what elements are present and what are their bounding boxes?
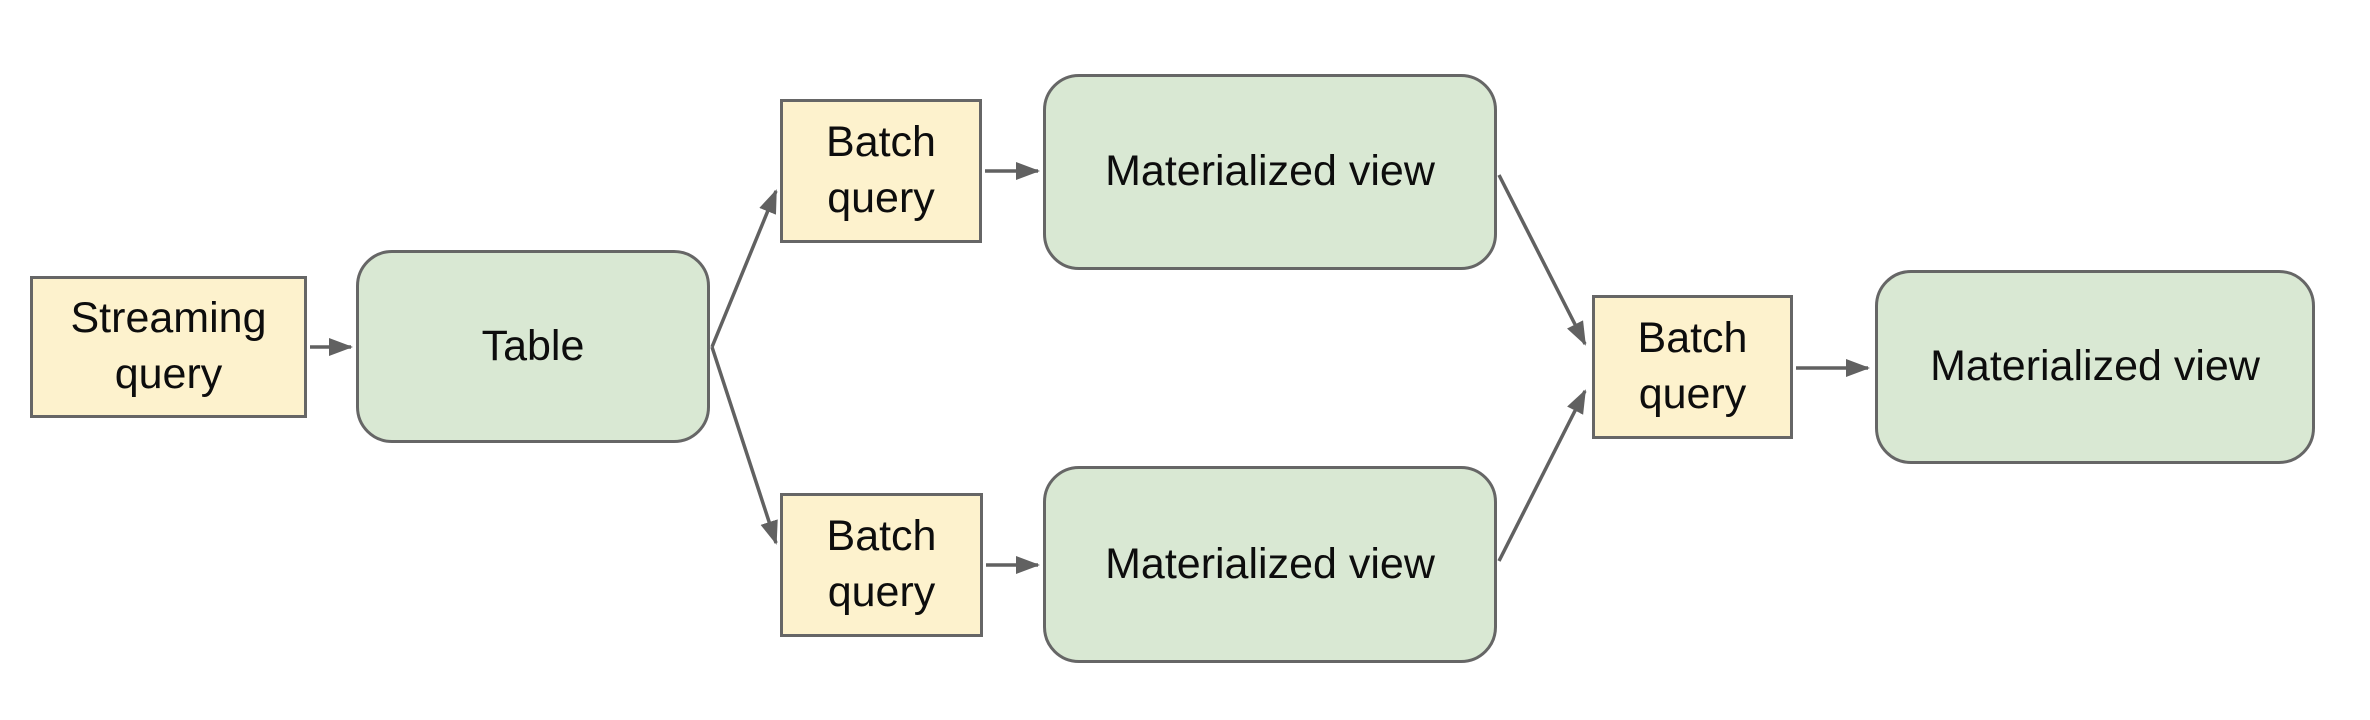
- node-batch-query-top-label: Batch query: [826, 118, 936, 222]
- node-batch-query-top: Batch query: [780, 99, 982, 243]
- edge-materialized-view-top-to-batch-query-right-arrow: [1497, 174, 1587, 346]
- node-batch-query-bottom-label: Batch query: [826, 512, 937, 616]
- node-materialized-view-right-label: Materialized view: [1930, 342, 2260, 391]
- node-materialized-view-right: Materialized view: [1875, 270, 2315, 464]
- node-materialized-view-top: Materialized view: [1043, 74, 1497, 270]
- node-table-label: Table: [481, 321, 585, 370]
- edge-materialized-view-bottom-to-batch-query-right-arrow: [1497, 389, 1587, 562]
- edge-table-to-batch-query-top-arrow: [710, 189, 778, 348]
- node-batch-query-right-label: Batch query: [1637, 314, 1748, 418]
- node-materialized-view-top-label: Materialized view: [1105, 147, 1435, 196]
- node-batch-query-right: Batch query: [1592, 295, 1793, 439]
- edge-table-to-batch-query-bottom-arrow: [710, 346, 778, 545]
- node-materialized-view-bottom: Materialized view: [1043, 466, 1497, 663]
- node-table: Table: [356, 250, 710, 443]
- node-streaming-query-label: Streaming query: [70, 294, 267, 398]
- node-batch-query-bottom: Batch query: [780, 493, 983, 637]
- node-materialized-view-bottom-label: Materialized view: [1105, 539, 1435, 588]
- node-streaming-query: Streaming query: [30, 276, 307, 418]
